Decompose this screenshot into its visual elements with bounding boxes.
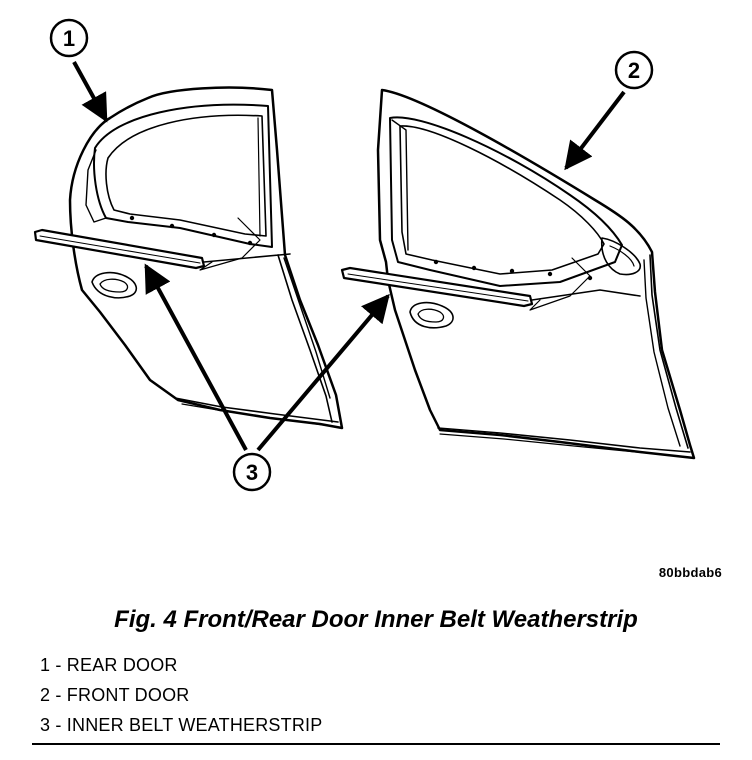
callout-3: 3 [232,452,272,492]
rear-window-frame [93,103,273,248]
front-window-rivets [433,259,593,281]
door-illustration: 1 2 3 [33,18,696,492]
rear-door-outline [68,86,344,430]
front-mirror-patch [600,237,642,276]
callout-2-arrow [564,90,626,171]
figure-title: Fig. 4 Front/Rear Door Inner Belt Weathe… [114,606,638,633]
legend-item: 3 - INNER BELT WEATHERSTRIP [40,715,323,735]
callout-circle [614,50,654,90]
callout-3-arrow-right [256,293,390,452]
callout-3-arrow-left [144,263,248,451]
rear-door-handle [91,271,138,299]
rear-window-opening [105,114,267,237]
callout-1: 1 [49,18,89,58]
callout-circle [232,452,272,492]
callout-2: 2 [614,50,654,90]
front-door-outline [376,88,696,460]
legend-list: 1 - REAR DOOR 2 - FRONT DOOR 3 - INNER B… [40,650,322,740]
front-window-opening [399,125,605,275]
rear-door [33,86,344,430]
callout-number: 1 [63,26,75,51]
legend-item: 1 - REAR DOOR [40,655,178,675]
front-window-frame [389,116,623,287]
front-door [340,88,696,460]
rear-window-rivets [129,215,253,246]
callout-number: 2 [628,58,640,83]
callout-number: 3 [246,460,258,485]
figure-reference-code: 80bbdab6 [658,565,722,580]
front-door-handle [409,301,454,329]
callout-circle [49,18,89,58]
legend-item: 2 - FRONT DOOR [40,685,190,705]
bottom-divider [32,743,720,745]
callout-1-arrow [72,61,108,123]
